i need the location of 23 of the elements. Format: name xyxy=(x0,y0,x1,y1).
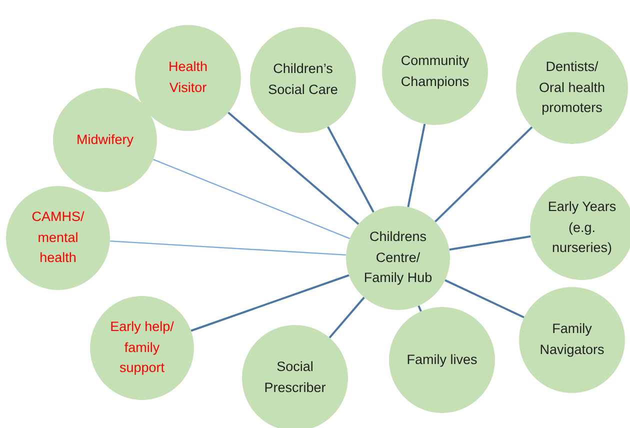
connector-line xyxy=(407,124,426,208)
node-label: Family lives xyxy=(406,350,478,369)
connector-line xyxy=(449,235,531,251)
connector-line xyxy=(444,279,524,318)
node-label: Social Prescriber xyxy=(263,358,327,397)
node-label: Childrens Centre/ Family Hub xyxy=(362,228,434,288)
connector-line xyxy=(190,274,350,332)
connector-line xyxy=(434,126,533,222)
connector-line xyxy=(327,126,374,213)
node-label: Midwifery xyxy=(75,130,134,149)
node-label: Early help/ family support xyxy=(109,318,175,378)
node-label: Community Champions xyxy=(400,52,470,91)
node-label: Dentists/ Oral health promoters xyxy=(538,58,606,118)
node-label: CAMHS/ mental health xyxy=(30,208,86,268)
connector-line xyxy=(110,240,346,256)
connector-line xyxy=(153,158,350,240)
connector-line xyxy=(328,296,365,338)
node-label: Health Visitor xyxy=(167,58,209,97)
node-label: Children’s Social Care xyxy=(267,60,339,99)
connector-line xyxy=(418,305,422,312)
node-label: Family Navigators xyxy=(538,320,606,359)
node-label: Early Years (e.g. nurseries) xyxy=(546,198,618,258)
connector-line xyxy=(228,112,360,225)
